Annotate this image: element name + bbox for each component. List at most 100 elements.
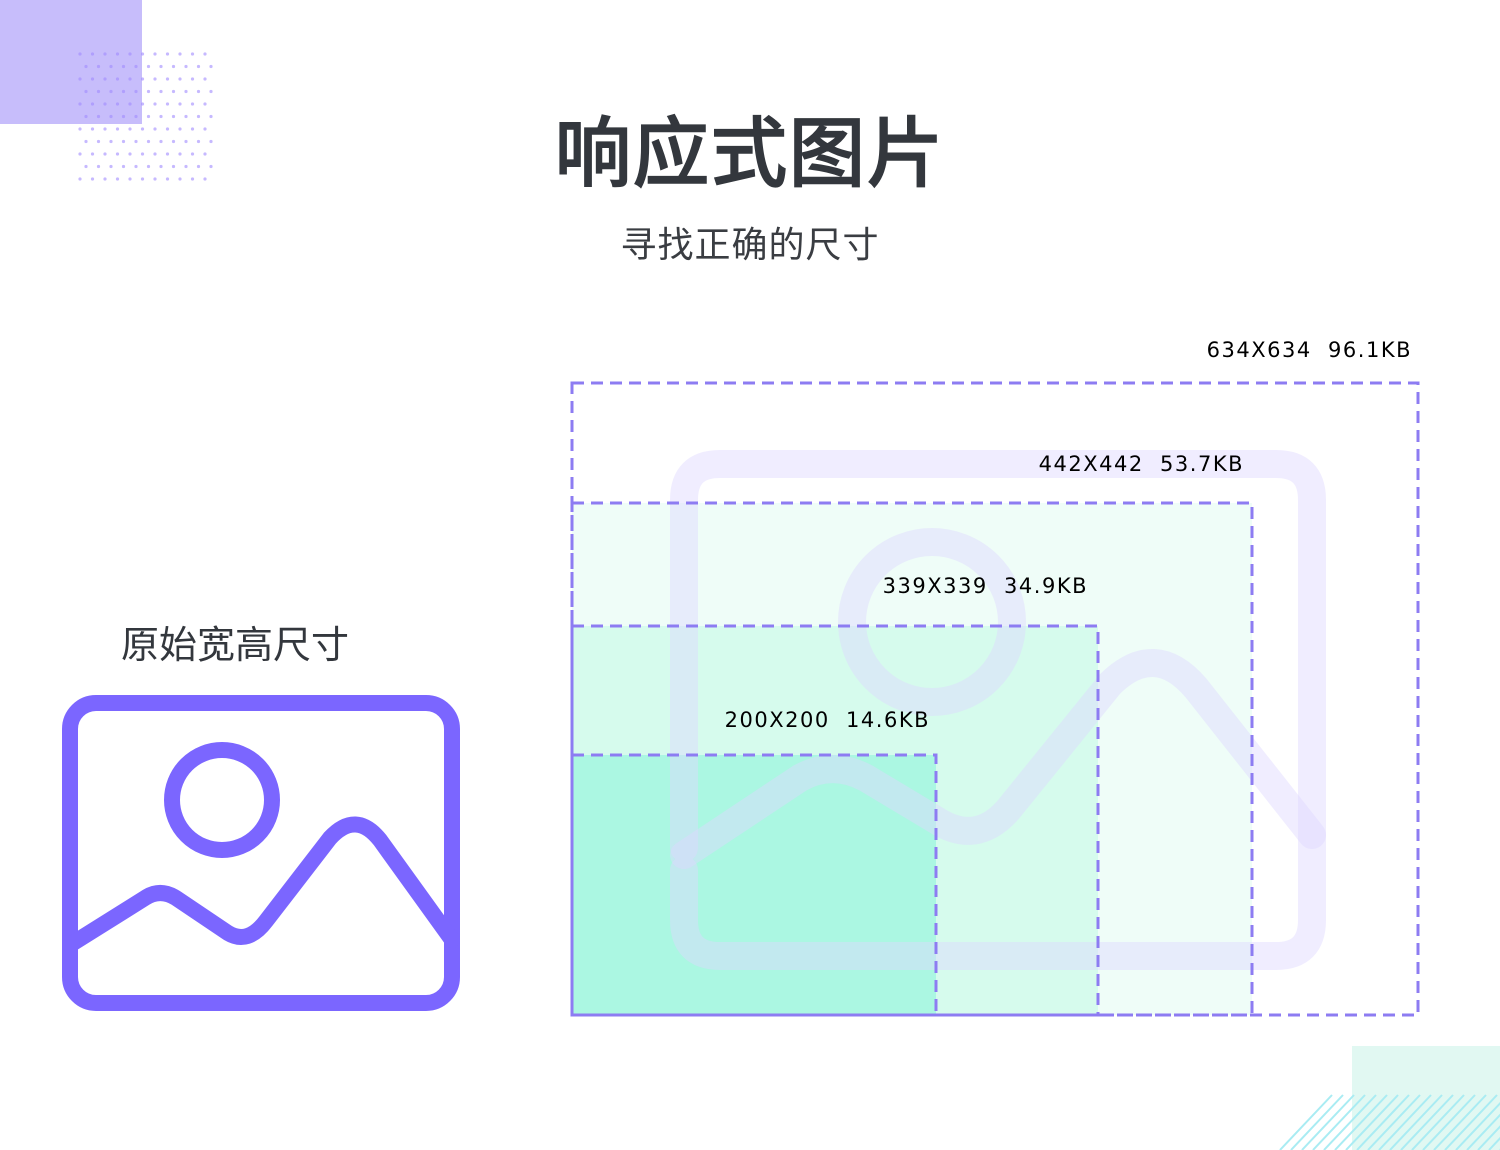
decoration-dot xyxy=(178,127,182,131)
decoration-dot xyxy=(140,127,145,131)
decoration-dot xyxy=(84,114,88,119)
decoration-stripe xyxy=(1433,1094,1487,1150)
decoration-dot xyxy=(190,127,195,131)
decoration-dot xyxy=(115,152,120,156)
decoration-dot xyxy=(134,164,138,169)
decoration-dot xyxy=(103,102,107,106)
decoration-dot xyxy=(196,89,201,94)
decoration-stripe xyxy=(1367,1094,1421,1150)
image-icon-frame xyxy=(62,695,460,1011)
size-label-634: 634X634 96.1KB xyxy=(1207,338,1412,362)
decoration-dot xyxy=(128,102,132,106)
decoration-dot xyxy=(109,164,113,169)
decoration-dot xyxy=(115,127,120,131)
dot-grid-decoration xyxy=(78,52,213,181)
decoration-stripe xyxy=(1290,1094,1344,1150)
decoration-dot xyxy=(171,164,176,169)
decoration-dot xyxy=(128,177,132,181)
decoration-stripe xyxy=(1444,1094,1498,1150)
decoration-dot xyxy=(134,139,138,144)
decoration-dot xyxy=(96,164,101,169)
decoration-dot xyxy=(209,89,213,94)
decoration-dot xyxy=(190,52,195,56)
decoration-dot xyxy=(103,127,107,131)
decoration-dot xyxy=(96,114,101,119)
decoration-dot xyxy=(90,177,95,181)
decoration-dot xyxy=(178,52,182,56)
decoration-dot xyxy=(103,52,107,56)
decoration-stripe xyxy=(1422,1094,1476,1150)
decoration-dot xyxy=(109,89,113,94)
background-image-frame xyxy=(670,450,1326,970)
page-title: 响应式图片 xyxy=(555,109,945,198)
decoration-dot xyxy=(109,139,113,144)
decoration-dot xyxy=(146,64,151,69)
size-box-200 xyxy=(570,753,938,1017)
decoration-stripe xyxy=(1400,1094,1454,1150)
decoration-dot xyxy=(84,64,88,69)
decoration-dot xyxy=(121,164,126,169)
decoration-dot xyxy=(128,77,132,81)
decoration-dot xyxy=(178,102,182,106)
decoration-dot xyxy=(96,64,101,69)
decoration-dot xyxy=(153,52,157,56)
image-icon-mountains xyxy=(62,816,460,953)
decoration-dot xyxy=(190,77,195,81)
decoration-dot xyxy=(184,64,188,69)
image-icon xyxy=(62,695,460,1011)
decoration-dot xyxy=(90,52,95,56)
decoration-dot xyxy=(115,177,120,181)
decoration-dot xyxy=(140,152,145,156)
decoration-dot xyxy=(109,64,113,69)
decoration-dot xyxy=(128,152,132,156)
decoration-dot xyxy=(90,77,95,81)
decoration-dot xyxy=(96,89,101,94)
decoration-dot xyxy=(209,64,213,69)
decoration-dot xyxy=(78,52,82,56)
decoration-dot xyxy=(165,127,170,131)
decoration-dot xyxy=(115,102,120,106)
decoration-dot xyxy=(146,89,151,94)
decoration-dot xyxy=(153,127,157,131)
decoration-dot xyxy=(171,89,176,94)
decoration-dot xyxy=(190,152,195,156)
background-image-sun xyxy=(838,528,1026,716)
decoration-dot xyxy=(165,77,170,81)
decoration-dot xyxy=(128,127,132,131)
decoration-stripe xyxy=(1301,1094,1355,1150)
decoration-dot xyxy=(196,114,201,119)
original-size-label: 原始宽高尺寸 xyxy=(120,623,349,667)
decoration-dot xyxy=(78,102,82,106)
decoration-stripe xyxy=(1378,1094,1432,1150)
decoration-stripe xyxy=(1356,1094,1410,1150)
decoration-dot xyxy=(178,152,182,156)
decoration-dot xyxy=(109,114,113,119)
decoration-dot xyxy=(171,139,176,144)
size-label-200: 200X200 14.6KB xyxy=(725,708,930,732)
decoration-dot xyxy=(128,52,132,56)
page-subtitle: 寻找正确的尺寸 xyxy=(620,225,880,266)
decoration-dot xyxy=(140,177,145,181)
decoration-stripe xyxy=(1411,1094,1465,1150)
decoration-stripe xyxy=(1389,1094,1443,1150)
decoration-dot xyxy=(134,64,138,69)
decoration-dot xyxy=(121,89,126,94)
corner-decoration-bottom-right xyxy=(1279,1046,1500,1150)
decoration-dot xyxy=(140,102,145,106)
decoration-stripe xyxy=(1323,1094,1377,1150)
decoration-dot xyxy=(121,64,126,69)
decoration-stripe xyxy=(1279,1094,1333,1150)
decoration-dot xyxy=(184,164,188,169)
decoration-dot xyxy=(140,52,145,56)
decoration-stripe xyxy=(1466,1113,1500,1150)
decoration-dot xyxy=(159,89,163,94)
decoration-dot xyxy=(103,77,107,81)
background-image-mountains xyxy=(670,649,1326,869)
size-label-339: 339X339 34.9KB xyxy=(883,574,1088,598)
decoration-dot xyxy=(184,89,188,94)
decoration-dot xyxy=(90,102,95,106)
decoration-dot xyxy=(90,127,95,131)
decoration-square xyxy=(1352,1046,1500,1150)
decoration-dot xyxy=(140,77,145,81)
